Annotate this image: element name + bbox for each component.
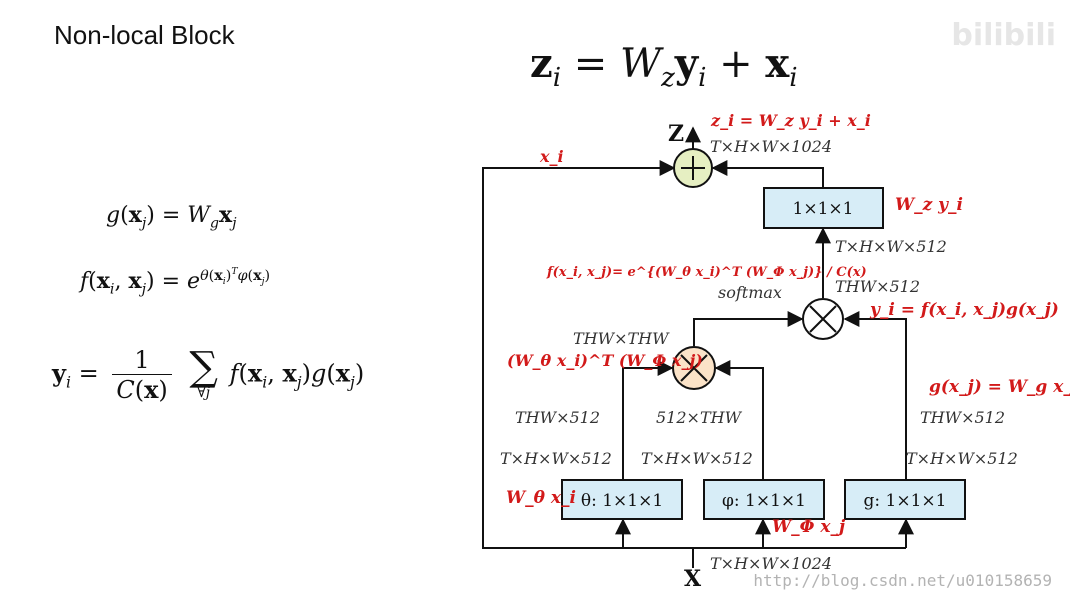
dim-theta-reshaped: THW×512 [515,408,600,427]
theta-label: θ: 1×1×1 [581,491,663,511]
annotation-z-equation: z_i = W_z y_i + x_i [710,111,871,130]
theta-to-times [622,360,674,480]
phi-to-times [714,360,764,480]
dim-top-output: T×H×W×1024 [710,137,832,156]
dim-input: T×H×W×1024 [710,554,832,573]
diagram-connectors [482,126,914,568]
times-to-product [693,311,804,346]
phi-conv-box: φ: 1×1×1 [703,479,825,520]
bilibili-watermark: bilibili [951,18,1056,53]
equation-g: g(xj) = Wgxj [106,202,237,232]
annotation-wphi: W_Φ x_j [772,517,846,537]
dim-affinity: THW×THW [573,329,670,348]
phi-rect [703,479,825,520]
annotation-yi-equation: y_i = f(x_i, x_j)g(x_j) [869,300,1059,320]
equation-f: f(xi, xj) = eθ(xi)Tφ(xj) [80,266,271,298]
dim-wz-input: T×H×W×512 [835,237,947,256]
wz-to-plus [711,160,824,188]
slide-title: Non-local Block [54,20,235,50]
phi-label: φ: 1×1×1 [722,491,806,511]
affinity-multiply-node [672,346,716,390]
annotation-xi: x_i [539,147,564,166]
softmax-label: softmax [718,283,782,302]
annotation-affinity-equation: (W_θ x_i)^T (W_Φ x_j) [507,351,703,370]
annotation-wzyi: W_z y_i [895,195,963,215]
sum-node [673,148,713,188]
dim-g-output: T×H×W×512 [906,449,1018,468]
wz-rect [763,187,884,229]
input-x-label: X [684,566,702,592]
times-icon-b [680,354,708,382]
equation-z-text: zi = Wzyi + xi [530,40,798,93]
wz-conv-box: 1×1×1 [763,187,884,229]
g-label: g: 1×1×1 [864,491,947,511]
g-conv-box: g: 1×1×1 [844,479,966,520]
dim-phi-reshaped: 512×THW [656,408,743,427]
dim-g-reshaped: THW×512 [920,408,1005,427]
product-multiply-node [802,298,844,340]
output-z-label: Z [668,121,684,147]
equation-z: zi = Wzyi + xi [530,40,798,93]
theta-conv-box: θ: 1×1×1 [561,479,683,520]
g-rect [844,479,966,520]
dim-theta-output: T×H×W×512 [500,449,612,468]
times-icon-d [809,305,837,333]
source-url: http://blog.csdn.net/u010158659 [753,571,1052,590]
equation-y-sum: ∑∀j [189,344,218,401]
annotation-g-equation: g(x_j) = W_g x_j [929,377,1070,397]
annotation-wtheta: W_θ x_i [506,488,576,508]
g-to-product [843,311,907,480]
dim-phi-output: T×H×W×512 [641,449,753,468]
theta-rect [561,479,683,520]
dim-product-output: THW×512 [835,277,920,296]
annotation-softmax-equation: f(x_i, x_j)= e^{(W_θ x_i)^T (W_Φ x_j)} /… [546,265,867,280]
wz-label: 1×1×1 [793,199,854,219]
